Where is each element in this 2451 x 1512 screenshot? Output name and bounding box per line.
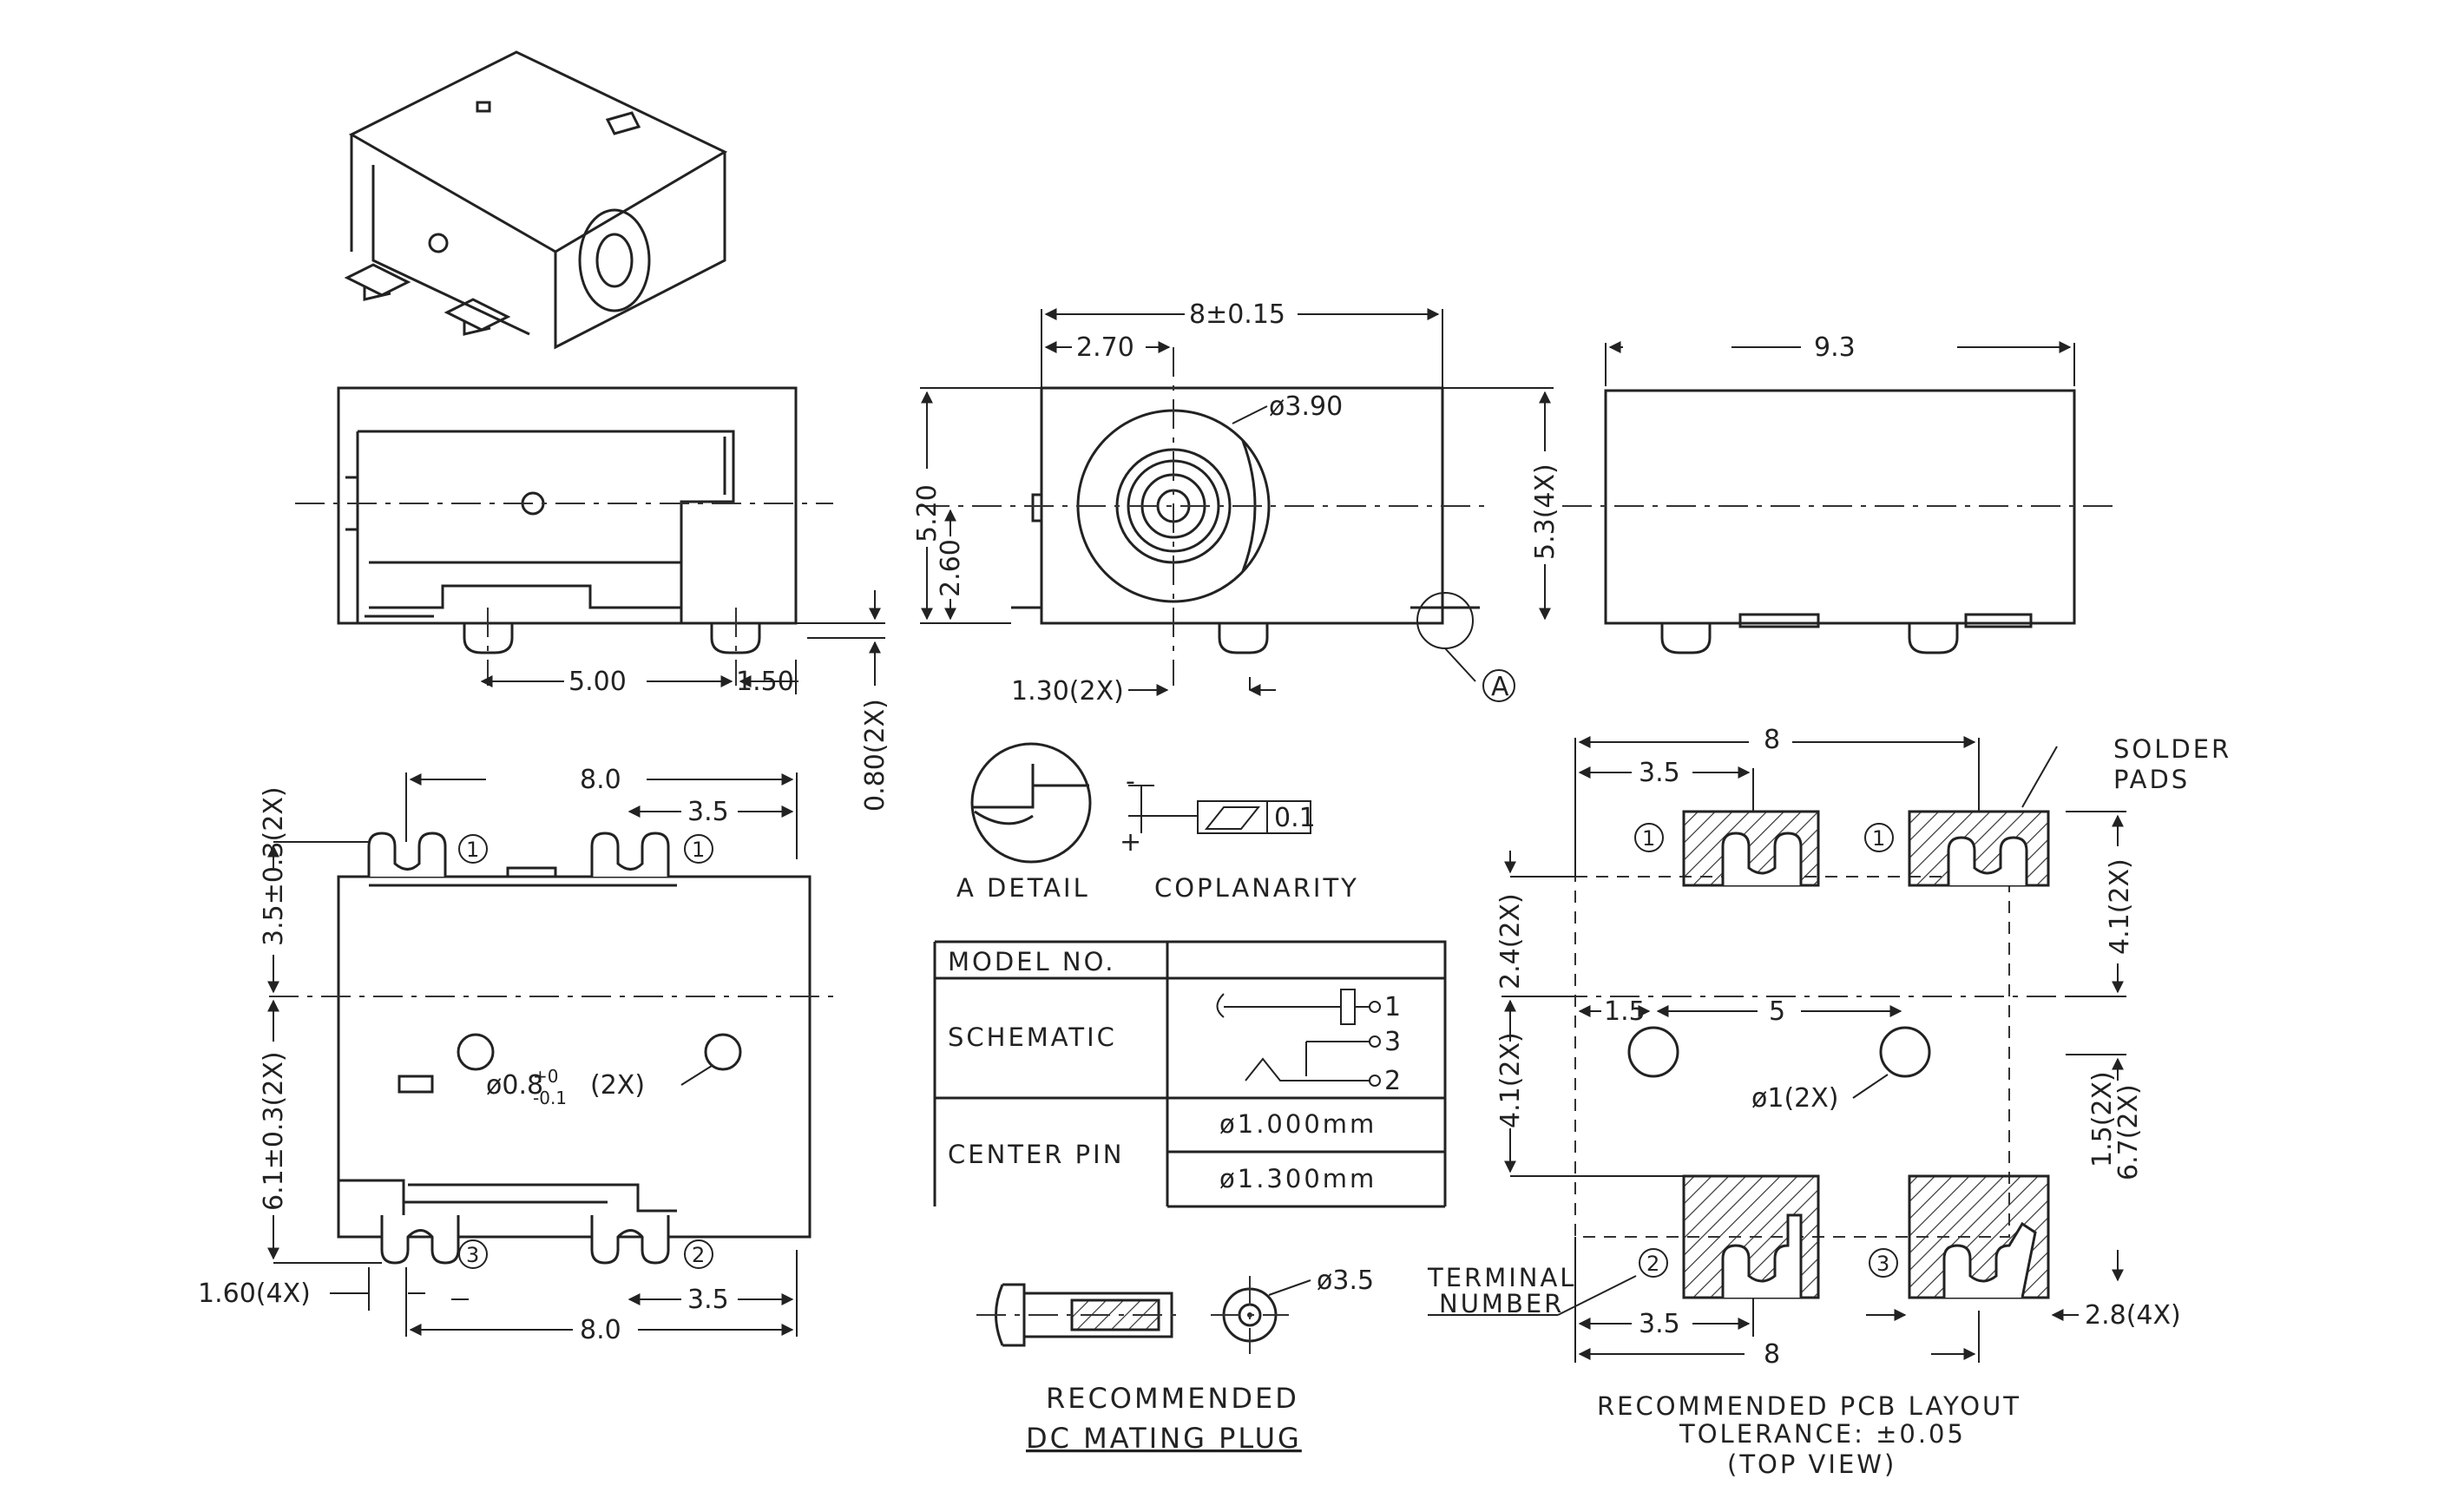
front-view: [920, 347, 1515, 702]
pcb-pin-3: 3: [1876, 1252, 1889, 1276]
dim-pcb-8-top: 8: [1764, 725, 1780, 755]
plug-title-2: DC MATING PLUG: [1026, 1422, 1302, 1455]
dim-pcb-hole: ø1(2X): [1751, 1083, 1839, 1114]
dim-hole-dia: ø0.8: [486, 1070, 543, 1101]
dc-mating-plug: [976, 1276, 1311, 1354]
dim-hole-tol-plus: +0: [533, 1066, 558, 1087]
dim-top-width: 8±0.15: [1189, 299, 1285, 330]
pcb-title-3: (TOP VIEW): [1727, 1450, 1896, 1479]
table-center-pin: CENTER PIN: [948, 1140, 1124, 1169]
table-center-pin-2: ø1.300mm: [1219, 1164, 1377, 1193]
dim-pcb-8-bottom: 8: [1764, 1339, 1780, 1370]
solder-pads-label-2: PADS: [2113, 765, 2190, 794]
dim-bore-dia: ø3.90: [1269, 391, 1343, 422]
a-detail-label: A DETAIL: [956, 873, 1090, 903]
dim-side-5-00: 5.00: [568, 667, 627, 697]
dim-hole-count: (2X): [590, 1070, 645, 1101]
coplanarity-label: COPLANARITY: [1154, 873, 1359, 903]
dim-pcb-4-1-left: 4.1(2X): [1495, 1032, 1526, 1128]
dim-pad-width: 1.60(4X): [198, 1279, 311, 1309]
table-schematic: SCHEMATIC: [948, 1022, 1117, 1052]
dim-bottom-8-0-top: 8.0: [580, 765, 621, 795]
model-table-text: MODEL NO. SCHEMATIC 1 3 2 CENTER PIN ø1.…: [948, 947, 1401, 1193]
detail-a-callout: A: [1491, 672, 1509, 702]
dim-top-offset: 2.70: [1076, 332, 1134, 363]
dimension-lines: [267, 308, 2126, 1363]
table-model-no: MODEL NO.: [948, 947, 1115, 976]
dim-bottom-3-5-top: 3.5: [687, 797, 729, 827]
dim-pad-y-3-5: 3.5±0.3(2X): [259, 786, 289, 946]
dim-height-5-20: 5.20: [912, 484, 943, 542]
coplanarity-symbol: [1154, 800, 1311, 834]
side-view-left: [295, 386, 885, 686]
coplanarity-value: 0.1: [1274, 803, 1316, 833]
dim-height-5-3: 5.3(4X): [1530, 463, 1561, 560]
flatness-minus: -: [1126, 766, 1135, 797]
dim-pcb-3-5-bottom: 3.5: [1639, 1309, 1680, 1339]
dim-pad-y-6-1: 6.1±0.3(2X): [259, 1051, 289, 1211]
pin-numbers: 1 1 3 2 1 1 2 3: [466, 826, 1889, 1276]
dim-pcb-3-5-top: 3.5: [1639, 758, 1680, 788]
pcb-pin-2: 2: [1646, 1252, 1659, 1276]
table-schematic-pin-2: 2: [1384, 1066, 1401, 1096]
dim-bottom-3-5: 3.5: [687, 1285, 729, 1315]
dim-pcb-1-5: 1.5: [1604, 996, 1646, 1027]
dim-pcb-1-5-right: 1.5(2X): [2087, 1071, 2118, 1167]
dim-pcb-2-8: 2.8(4X): [2085, 1300, 2181, 1331]
side-view-right: [1562, 389, 2118, 654]
pin-number-1b: 1: [692, 838, 705, 862]
pcb-pin-1b: 1: [1872, 826, 1885, 851]
table-schematic-pin-1: 1: [1384, 992, 1401, 1022]
dim-pcb-4-1-right: 4.1(2X): [2105, 858, 2135, 955]
pcb-layout: [1506, 746, 2131, 1299]
dim-pcb-6-7: 6.7(2X): [2113, 1084, 2144, 1180]
pin-number-2: 2: [692, 1243, 705, 1267]
terminal-number-label-1: TERMINAL: [1427, 1263, 1576, 1292]
table-schematic-pin-3: 3: [1384, 1027, 1401, 1057]
a-detail: [970, 742, 1154, 864]
dim-pcb-5: 5: [1769, 996, 1785, 1027]
pin-number-3: 3: [466, 1243, 479, 1267]
pin-number-1a: 1: [466, 838, 479, 862]
dim-pcb-2-4: 2.4(2X): [1495, 893, 1526, 989]
model-table: [933, 940, 1447, 1208]
dim-depth-9-3: 9.3: [1814, 332, 1856, 363]
table-center-pin-1: ø1.000mm: [1219, 1109, 1377, 1139]
pcb-title-1: RECOMMENDED PCB LAYOUT: [1597, 1391, 2021, 1421]
labels: A A DETAIL COPLANARITY - + SOLDER PADS T…: [956, 672, 2231, 1479]
isometric-view: [344, 50, 728, 350]
dim-hole-tol-minus: -0.1: [533, 1088, 567, 1108]
pcb-pin-1a: 1: [1642, 826, 1655, 851]
bottom-view: [269, 832, 842, 1269]
dim-side-1-50: 1.50: [736, 667, 794, 697]
dim-bottom-8-0: 8.0: [580, 1315, 621, 1345]
plug-title-1: RECOMMENDED: [1046, 1382, 1299, 1415]
dim-standoff: 0.80(2X): [860, 699, 890, 812]
solder-pads-label-1: SOLDER: [2113, 734, 2231, 764]
dimension-text: 8±0.15 2.70 ø3.90 5.20 2.60 1.30(2X) 5.3…: [198, 299, 2181, 1370]
pcb-title-2: TOLERANCE: ±0.05: [1679, 1419, 1966, 1449]
dim-plug-dia: ø3.5: [1317, 1265, 1374, 1296]
terminal-number-label-2: NUMBER: [1439, 1289, 1564, 1318]
dim-height-2-60: 2.60: [936, 539, 966, 597]
flatness-plus: +: [1120, 827, 1141, 858]
dim-pin-pitch: 1.30(2X): [1011, 676, 1124, 707]
